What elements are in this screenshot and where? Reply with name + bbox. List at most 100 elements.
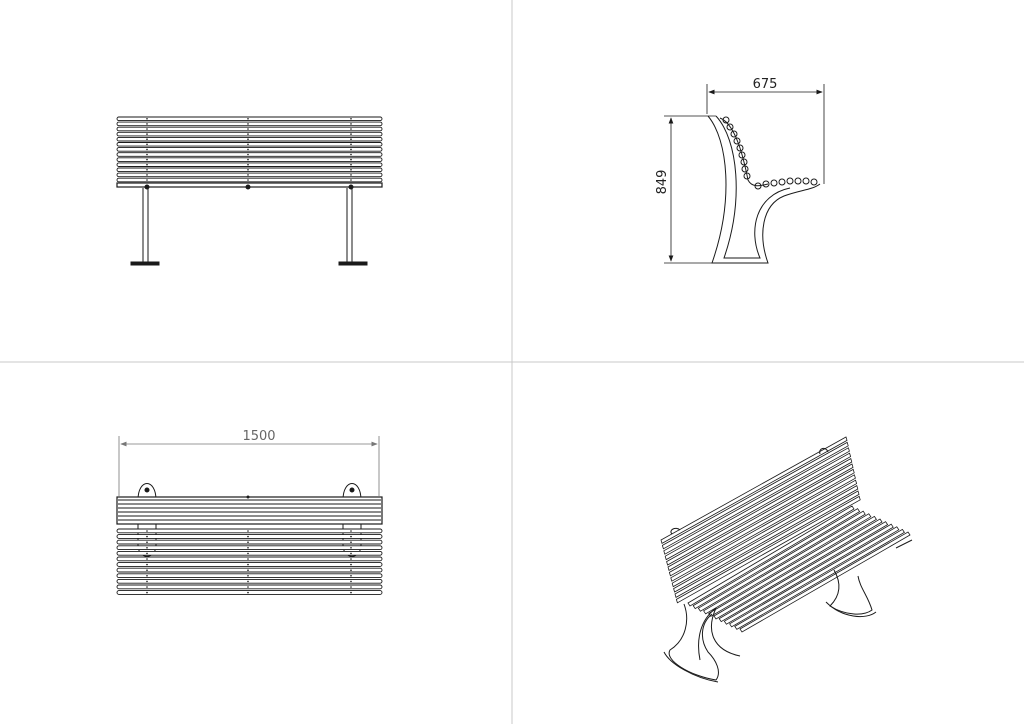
iso-seat-slat (723, 523, 894, 625)
top-seat-bolt (247, 580, 249, 583)
top-seat-bolt (146, 569, 148, 571)
front-bolt (247, 174, 249, 176)
top-back-bolt (246, 495, 250, 499)
side-back-slat (730, 130, 738, 138)
top-seat-slat (116, 562, 383, 567)
side-seat-slat (794, 177, 802, 185)
side-seat-slat (786, 177, 794, 185)
top-seat-bolt (350, 541, 352, 543)
top-view (116, 483, 383, 595)
iso-seat-slat (729, 526, 900, 628)
iso-seat-slat (713, 518, 883, 620)
front-bolt (247, 179, 249, 181)
front-slat (116, 162, 383, 167)
side-back-slat (722, 116, 730, 124)
front-slat (116, 152, 383, 157)
iso-back-slat (668, 468, 855, 577)
front-bolt (247, 163, 249, 166)
top-seat-bolt (350, 552, 352, 555)
top-seat-bolt (146, 563, 148, 566)
front-bolt (146, 123, 148, 125)
iso-back-slat (667, 463, 854, 571)
front-bolt (350, 158, 352, 161)
top-seat-bolt (247, 535, 249, 538)
front-bolt (146, 174, 148, 176)
top-seat-bolt (350, 575, 352, 577)
front-bolt (247, 128, 249, 130)
side-view-slats (722, 116, 818, 190)
front-slat (116, 147, 383, 152)
side-back-slat (726, 123, 734, 131)
front-view-slats (116, 116, 383, 183)
front-bolt (350, 128, 352, 130)
top-seat-slat (116, 550, 383, 556)
front-slat (116, 116, 383, 122)
front-bolt (146, 158, 148, 161)
iso-back-slat (675, 495, 861, 604)
front-bolt (146, 169, 148, 171)
top-seat-bolt (247, 575, 249, 577)
front-slat (116, 121, 383, 127)
top-seat-bolt (146, 530, 148, 532)
front-bolt (247, 153, 249, 156)
iso-back-slat (661, 441, 849, 550)
front-slat (116, 131, 383, 137)
side-back-slat (736, 144, 744, 152)
top-seat-bolt (146, 547, 148, 549)
top-seat-slat (116, 590, 383, 595)
front-bolt (247, 133, 249, 135)
front-slat (116, 142, 383, 147)
front-bolt (247, 148, 249, 151)
front-bolt (146, 148, 148, 151)
dimension-675 (706, 84, 825, 184)
front-slat (116, 136, 383, 142)
top-seat-bolt (146, 535, 148, 538)
top-seat-bolt (247, 563, 249, 566)
front-bolt (146, 128, 148, 130)
top-view-seat-slats (116, 528, 383, 595)
front-slat (116, 157, 383, 162)
top-seat-bolt (247, 547, 249, 549)
iso-back-slat (663, 447, 850, 555)
iso-back-slat (674, 490, 860, 598)
top-seat-bolt (350, 547, 352, 549)
top-seat-slat (116, 584, 383, 590)
top-seat-slat (116, 573, 383, 579)
iso-back-slat (670, 474, 856, 582)
front-bolt (350, 148, 352, 151)
iso-seat-slat (703, 513, 872, 615)
isometric-seat-slats (687, 505, 911, 633)
side-seat-slat (810, 178, 818, 186)
iso-seat-slat (718, 521, 889, 623)
front-bolt (350, 174, 352, 176)
top-seat-bolt (146, 580, 148, 583)
side-seat-slat (778, 178, 786, 186)
front-slat (116, 167, 383, 173)
top-seat-bolt (247, 591, 249, 594)
front-bolt (350, 169, 352, 171)
iso-seat-slat (739, 531, 911, 633)
top-seat-slat (116, 539, 383, 545)
side-back-slat (740, 158, 748, 166)
dimension-1500-label: 1500 (242, 429, 275, 444)
side-view (707, 115, 821, 264)
front-bolt (247, 118, 249, 120)
top-seat-bolt (350, 558, 352, 560)
front-bolt (350, 143, 352, 146)
top-seat-bolt (350, 591, 352, 594)
front-bolt (146, 179, 148, 181)
top-seat-bolt (350, 535, 352, 538)
iso-seat-slat (692, 508, 861, 610)
front-bolt (146, 133, 148, 135)
top-seat-bolt (247, 530, 249, 532)
front-bolt (146, 163, 148, 166)
front-bolt (350, 118, 352, 120)
dimension-675-label: 675 (753, 77, 778, 92)
front-bolt (350, 123, 352, 125)
iso-back-slat (664, 452, 852, 561)
front-bolt (247, 143, 249, 146)
top-seat-bolt (146, 591, 148, 594)
top-seat-bolt (146, 552, 148, 555)
front-view (116, 116, 383, 266)
